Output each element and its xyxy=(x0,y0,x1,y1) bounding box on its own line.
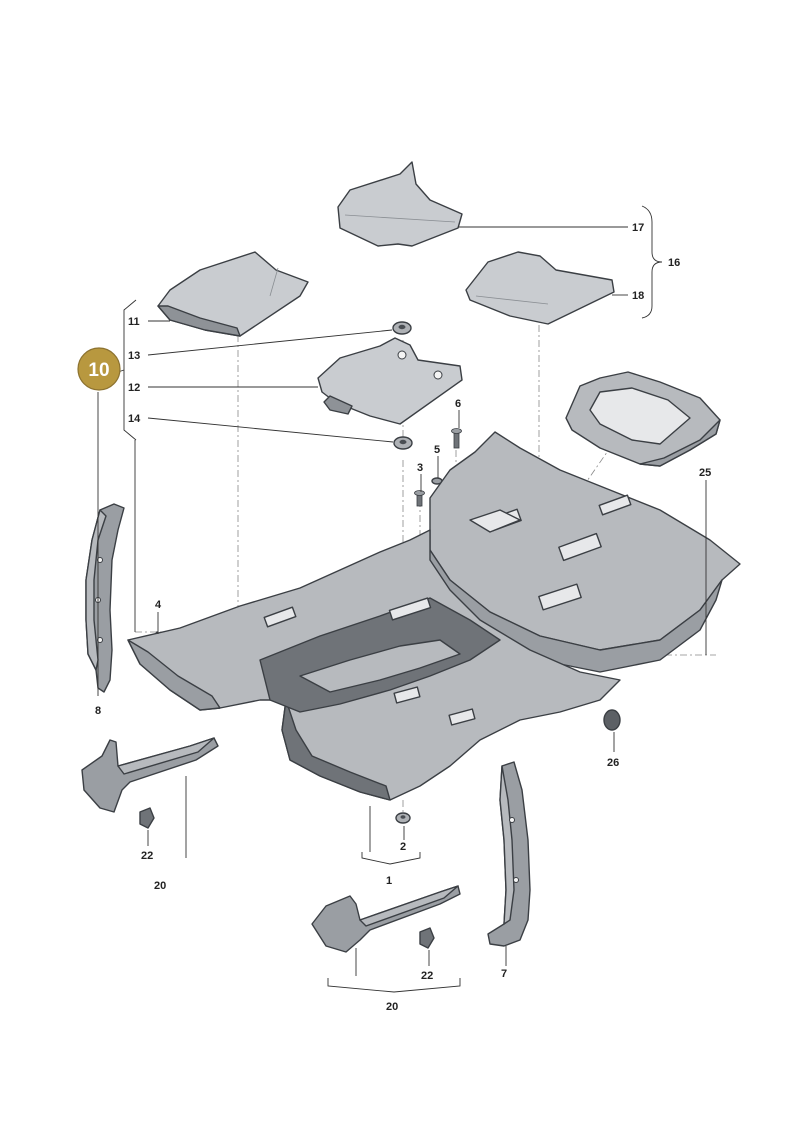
callout-26: 26 xyxy=(607,757,619,769)
callout-22-right: 22 xyxy=(421,970,433,982)
callout-12: 12 xyxy=(128,382,140,394)
callout-labels: 17 16 18 11 13 12 14 6 5 3 25 4 8 26 2 2… xyxy=(95,222,711,1013)
callout-1: 1 xyxy=(386,875,392,887)
clip-2[interactable] xyxy=(395,812,411,824)
callout-3: 3 xyxy=(417,462,423,474)
callout-11: 11 xyxy=(128,316,140,328)
clip-13[interactable] xyxy=(392,321,412,335)
callout-16: 16 xyxy=(668,257,680,269)
callout-17: 17 xyxy=(632,222,644,234)
callout-14: 14 xyxy=(128,413,141,425)
callout-6: 6 xyxy=(455,398,461,410)
screw-6[interactable] xyxy=(451,428,462,449)
sill-trim-20-left[interactable] xyxy=(81,737,219,813)
callout-13: 13 xyxy=(128,350,140,362)
callout-7: 7 xyxy=(501,968,507,980)
screw-3[interactable] xyxy=(414,490,425,507)
clip-14[interactable] xyxy=(393,436,413,450)
clip-22-right[interactable] xyxy=(419,927,435,949)
callout-2: 2 xyxy=(400,841,406,853)
leader-lines xyxy=(97,205,707,993)
bracket-25[interactable] xyxy=(565,371,721,467)
highlight-badge-label: 10 xyxy=(88,360,109,381)
callout-4: 4 xyxy=(155,599,162,611)
side-trim-7[interactable] xyxy=(487,761,531,947)
side-trim-8[interactable] xyxy=(85,503,125,693)
plug-26[interactable] xyxy=(603,709,621,731)
sill-trim-20-right[interactable] xyxy=(311,885,461,953)
floor-mat-18[interactable] xyxy=(465,251,615,325)
callout-5: 5 xyxy=(434,444,440,456)
callout-20-left: 20 xyxy=(154,880,166,892)
floor-carpet-1[interactable] xyxy=(127,431,741,801)
highlight-badge-10[interactable]: 10 xyxy=(77,347,121,391)
callout-22-left: 22 xyxy=(141,850,153,862)
callout-18: 18 xyxy=(632,290,644,302)
callout-20-right: 20 xyxy=(386,1001,398,1013)
callout-8: 8 xyxy=(95,705,101,717)
floor-mat-11[interactable] xyxy=(157,251,309,337)
floor-mat-17[interactable] xyxy=(337,161,463,247)
clip-22-left[interactable] xyxy=(139,807,155,829)
floor-mat-12[interactable] xyxy=(317,337,463,425)
callout-25: 25 xyxy=(699,467,711,479)
